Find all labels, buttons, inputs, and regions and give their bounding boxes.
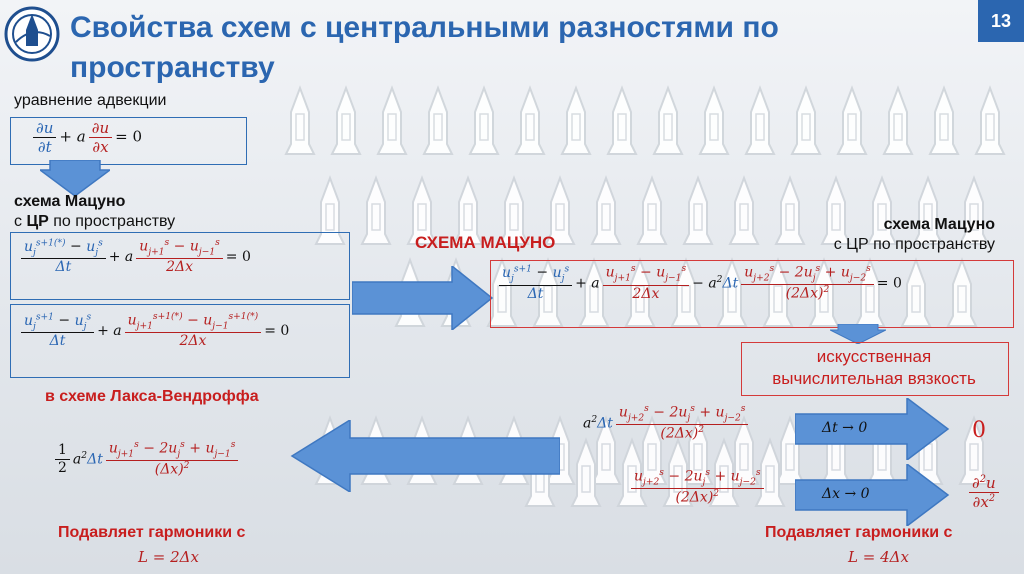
background-rocket-icon	[867, 177, 897, 245]
background-rocket-icon	[637, 177, 667, 245]
advection-equation-box	[10, 117, 247, 165]
viscosity-line1: искусственная	[816, 347, 932, 366]
left-scheme-title: схема Мацуно	[14, 193, 126, 210]
background-rocket-icon	[837, 87, 867, 155]
background-rocket-icon	[285, 87, 315, 155]
background-rocket-icon	[331, 87, 361, 155]
lax-wendroff-label: в схеме Лакса-Вендроффа	[45, 388, 259, 405]
viscosity-line2: вычислительная вязкость	[772, 369, 976, 388]
background-rocket-icon	[377, 87, 407, 155]
viscosity-text: искусственная вычислительная вязкость	[741, 346, 1007, 390]
right-scheme-title: схема Мацуно	[883, 216, 995, 233]
suppress-right-text: Подавляет гармоники с	[765, 524, 953, 541]
arrow-right-icon	[795, 398, 950, 460]
background-rocket-icon	[423, 87, 453, 155]
background-rocket-icon	[361, 177, 391, 245]
arrow-down-icon	[40, 160, 110, 196]
background-rocket-icon	[791, 87, 821, 155]
second-difference-term: uj+2s − 2ujs + uj−2s(2Δx)2	[628, 468, 767, 507]
background-rocket-icon	[683, 177, 713, 245]
arrow-right-icon	[795, 464, 950, 526]
suppress-left-text: Подавляет гармоники с	[58, 524, 246, 541]
arrow-left-icon	[290, 420, 560, 492]
left-scheme-subtitle: с ЦР по пространству	[14, 213, 176, 230]
dt-limit-label: Δt → 0	[822, 420, 868, 436]
second-derivative: ∂2u∂x2	[966, 474, 1002, 511]
background-rocket-icon	[729, 177, 759, 245]
background-rocket-icon	[571, 439, 601, 507]
background-rocket-icon	[607, 87, 637, 155]
right-scheme-subtitle: с ЦР по пространству	[833, 236, 995, 253]
page-number: 13	[978, 0, 1024, 42]
logo-icon	[4, 6, 60, 62]
background-rocket-icon	[745, 87, 775, 155]
background-rocket-icon	[775, 177, 805, 245]
background-rocket-icon	[959, 177, 989, 245]
dt-limit-result: 0	[972, 418, 986, 443]
matsuno-step2-box	[10, 304, 350, 378]
matsuno-step1-box	[10, 232, 350, 300]
background-rocket-icon	[561, 87, 591, 155]
background-rocket-icon	[821, 177, 851, 245]
background-rocket-icon	[975, 87, 1005, 155]
viscosity-box	[741, 342, 1009, 396]
page-title: Свойства схем с центральными разностями …	[70, 11, 779, 84]
dx-limit-label: Δx → 0	[822, 486, 870, 502]
background-rocket-icon	[929, 87, 959, 155]
combined-equation-box	[490, 260, 1014, 328]
advection-equation: ∂u∂t+ a∂u∂x= 0	[30, 119, 142, 156]
background-rocket-icon	[913, 177, 943, 245]
background-rocket-icon	[469, 87, 499, 155]
suppress-right-eq: L = 4Δx	[848, 548, 909, 566]
background-rocket-icon	[591, 177, 621, 245]
center-scheme-label: СХЕМА МАЦУНО	[415, 233, 556, 252]
background-rocket-icon	[699, 87, 729, 155]
arrow-down-icon	[830, 324, 886, 344]
background-rocket-icon	[883, 87, 913, 155]
advection-label: уравнение адвекции	[14, 92, 167, 109]
suppress-left-eq: L = 2Δx	[138, 548, 199, 566]
background-rocket-icon	[515, 87, 545, 155]
arrow-right-icon	[352, 266, 494, 330]
background-rocket-icon	[653, 87, 683, 155]
